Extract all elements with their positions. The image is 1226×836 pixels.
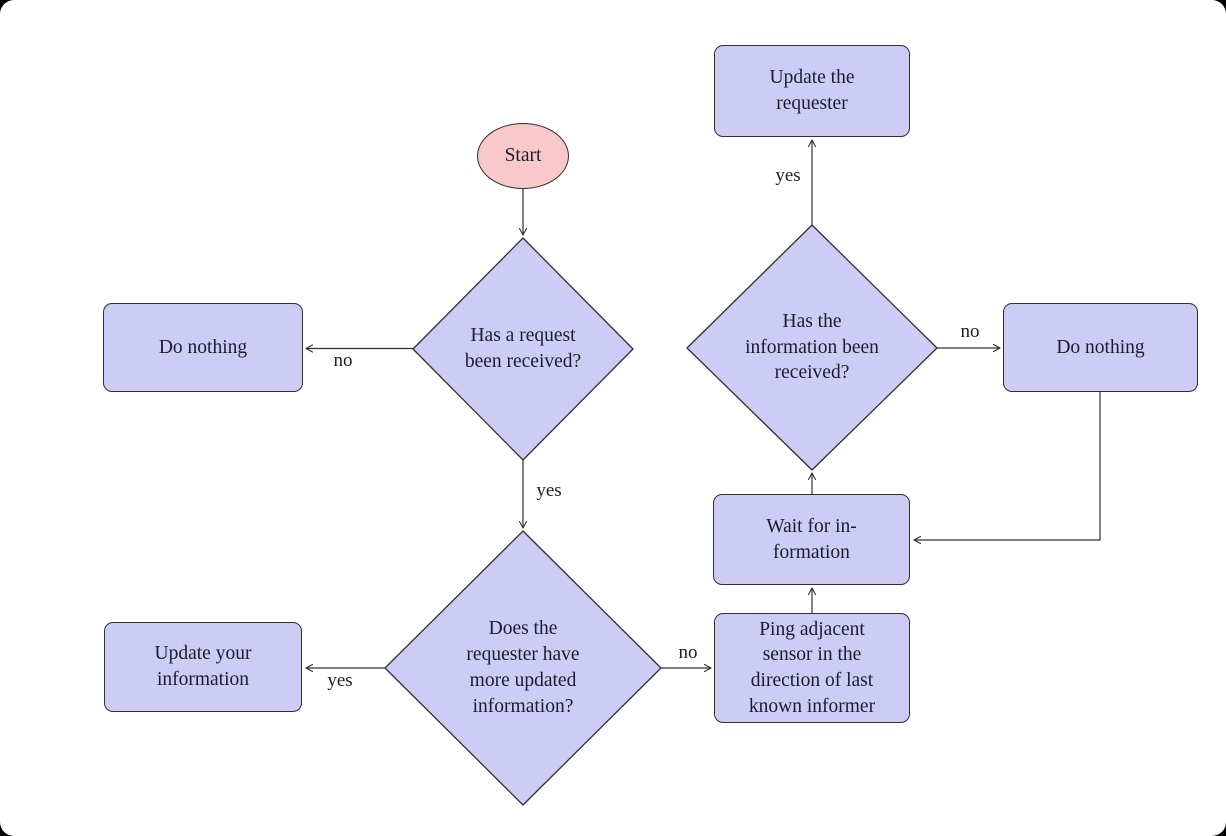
decision-request-received-shape [412, 237, 634, 461]
edge-label-more-updated-info-no: no [678, 642, 698, 663]
start-node: Start [477, 123, 569, 189]
edge-do-nothing-right-to-wait [914, 392, 1101, 540]
process-do-nothing-right: Do nothing [1003, 303, 1198, 392]
process-do-nothing-left: Do nothing [103, 303, 303, 392]
process-update-the-requester: Update the requester [714, 45, 910, 137]
process-wait-for-information: Wait for in- formation [713, 494, 910, 585]
edge-label-request-received-yes: yes [536, 480, 562, 501]
edge-label-information-received-no: no [960, 321, 980, 342]
decision-information-received-shape [686, 224, 938, 471]
process-update-your-information: Update your information [104, 622, 302, 712]
start-node-label: Start [504, 145, 542, 166]
decision-more-updated-info-shape [384, 530, 662, 806]
edge-label-request-received-no: no [333, 350, 353, 371]
edge-label-information-received-yes: yes [775, 165, 801, 186]
edge-label-more-updated-info-yes: yes [327, 670, 353, 691]
process-ping-adjacent-sensor: Ping adjacent sensor in the direction of… [714, 613, 910, 723]
